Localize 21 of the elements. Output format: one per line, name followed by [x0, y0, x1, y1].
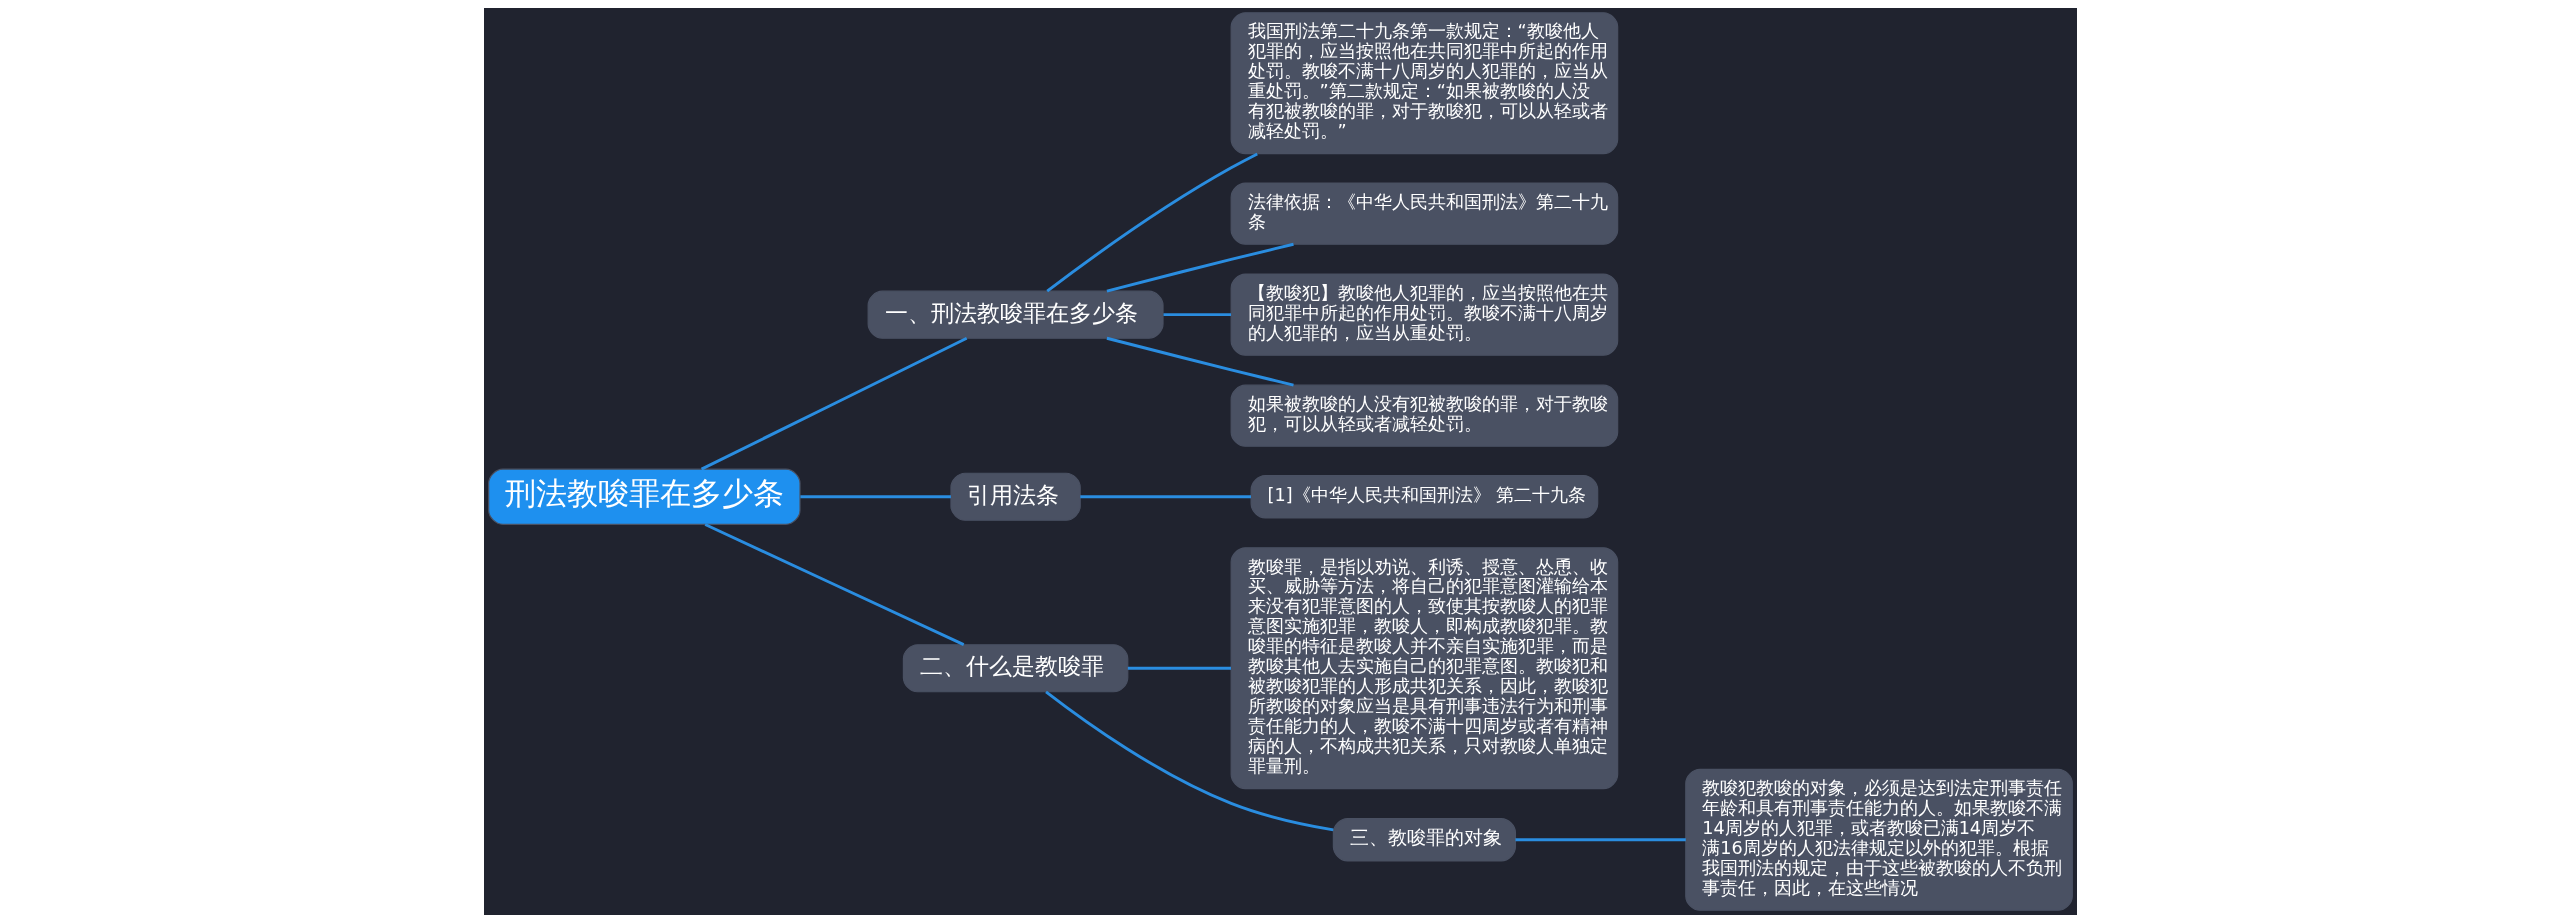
node-box: 一、刑法教唆罪在多少条: [867, 290, 1164, 339]
node-box: 刑法教唆罪在多少条: [487, 468, 801, 525]
node-box: 法律依据：《中华人民共和国刑法》第二十九条: [1230, 182, 1618, 245]
connector: [1163, 313, 1231, 317]
connector: [704, 523, 964, 647]
node-box: 引用法条: [949, 472, 1081, 521]
connector: [1079, 495, 1251, 499]
connector: [799, 495, 951, 499]
connector: [1127, 666, 1231, 670]
connector: [1044, 690, 1334, 832]
connector: [1515, 838, 1686, 842]
connector: [700, 336, 967, 471]
node-box: 如果被教唆的人没有犯被教唆的罪，对于教唆犯，可以从轻或者减轻处罚。: [1230, 384, 1618, 447]
node-box: 【教唆犯】教唆他人犯罪的，应当按照他在共同犯罪中所起的作用处罚。教唆不满十八周岁的人犯罪的，应当从重处罚。: [1230, 273, 1618, 356]
node-box: 教唆犯教唆的对象，必须是达到法定刑事责任年龄和具有刑事责任能力的人。如果教唆不满14周岁的人犯罪，或者教唆已满14周岁不满16周岁的人犯法律规定以外的犯罪。根据我国刑法的规定，由于这些被教唆的人不负刑事责任，因此，在这些情况: [1684, 768, 2073, 911]
node-box: 我国刑法第二十九条第一款规定：“教唆他人犯罪的，应当按照他在共同犯罪中所起的作用处罚。教唆不满十八周岁的人犯罪的，应当从重处罚。”第二款规定：“如果被教唆的人没有犯被教唆的罪，对于教唆犯，可以从轻或者减轻处罚。”: [1230, 12, 1618, 155]
node-box: 教唆罪，是指以劝说、利诱、授意、怂恿、收买、威胁等方法，将自己的犯罪意图灌输给本来没有犯罪意图的人，致使其按教唆人的犯罪意图实施犯罪，教唆人，即构成教唆犯罪。教唆罪的特征是教唆人并不亲自实施犯罪，而是教唆其他人去实施自己的犯罪意图。教唆犯和被教唆犯罪的人形成共犯关系，因此，教唆犯所教唆的对象应当是具有刑事违法行为和刑事责任能力的人，教唆不满十四周岁或者有精神病的人，不构成共犯关系，只对教唆人单独定罪量刑。: [1230, 547, 1618, 790]
node-box: 二、什么是教唆罪: [902, 644, 1128, 693]
node-box: [1]《中华人民共和国刑法》 第二十九条: [1250, 475, 1598, 519]
node-box: 三、教唆罪的对象: [1332, 818, 1516, 862]
connector: [1045, 152, 1258, 293]
